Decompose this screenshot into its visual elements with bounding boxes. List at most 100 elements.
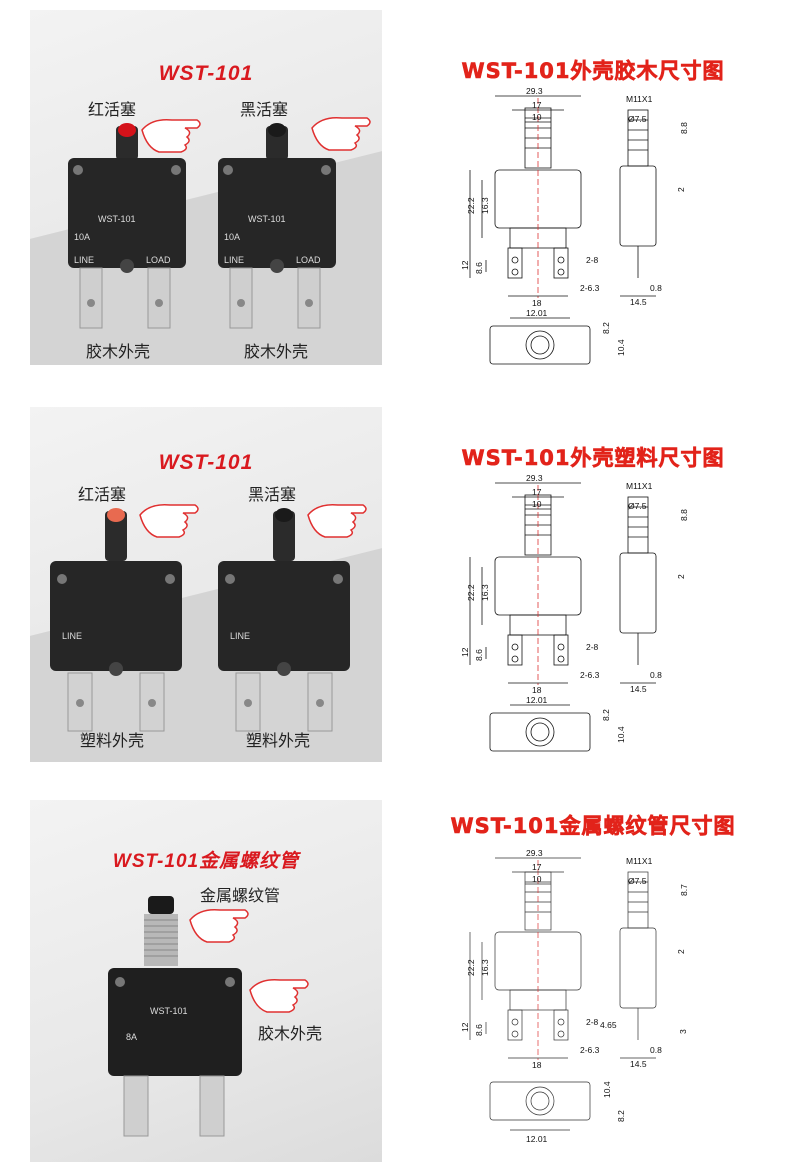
mark-rating: 10A xyxy=(74,232,90,242)
pointer-hand-icon xyxy=(139,503,367,538)
dim-w-inner: 10 xyxy=(532,112,542,122)
dim-h-body: 16.3 xyxy=(480,584,490,601)
dim-w-total: 29.3 xyxy=(526,850,543,858)
dim-bot-h1: 8.2 xyxy=(601,709,611,721)
dim-w-mid: 17 xyxy=(532,100,542,110)
dim-w-inner: 10 xyxy=(532,499,542,509)
dim-h-total: 22.2 xyxy=(466,959,476,976)
breaker-right xyxy=(218,508,350,732)
dim-h-body: 16.3 xyxy=(480,959,490,976)
label-red-plunger: 红活塞 xyxy=(78,485,127,504)
dim-pin: 0.8 xyxy=(650,670,662,680)
drawing-title: WST-101金属螺纹管尺寸图 xyxy=(450,814,736,839)
dim-term-gap: 8.6 xyxy=(474,262,484,274)
dim-term-w2: 2-6.3 xyxy=(580,670,600,680)
dim-bot-h2: 10.4 xyxy=(616,726,626,743)
dim-term-w1: 2-8 xyxy=(586,1017,599,1027)
dim-bot-h1: 8.2 xyxy=(601,322,611,334)
dimension-drawing: 29.3 17 10 18 22.2 16.3 12 8.6 2-8 2-6.3… xyxy=(460,475,689,752)
label-red-plunger: 红活塞 xyxy=(88,100,137,119)
section-metal-thread: WST-101 8A WST-101金属螺纹管 金属螺纹管 胶木外壳 WST-1… xyxy=(0,790,790,1170)
dim-side-w: 14.5 xyxy=(630,297,647,307)
breaker-illustration: WST-101 10A LINE LOAD WST-101 10A LINE L… xyxy=(68,116,371,329)
mark-line-2: LINE xyxy=(230,631,250,641)
mark-load: LOAD xyxy=(146,255,171,265)
product-photo-metal: WST-101 8A WST-101金属螺纹管 金属螺纹管 胶木外壳 xyxy=(30,800,382,1162)
label-shell-left: 塑料外壳 xyxy=(80,731,145,750)
dim-h-body: 16.3 xyxy=(480,197,490,214)
dim-h-side: 2 xyxy=(676,949,686,954)
dim-w-total: 29.3 xyxy=(526,475,543,483)
dim-term-w1: 2-8 xyxy=(586,255,599,265)
product-photo-bakelite: WST-101 10A LINE LOAD WST-101 10A LINE L… xyxy=(30,10,382,365)
label-metal-thread: 金属螺纹管 xyxy=(200,886,281,905)
dim-base-w: 18 xyxy=(532,1060,542,1070)
photo-title: WST-101金属螺纹管 xyxy=(112,851,300,872)
dim-diam: Ø7.5 xyxy=(628,114,647,124)
mark-load-2: LOAD xyxy=(296,255,321,265)
section-plastic: LINE LINE WST-101 红活塞 黑活塞 塑料外壳 塑料外壳 WST-… xyxy=(0,397,790,777)
dim-term-w1: 2-8 xyxy=(586,642,599,652)
drawing-title: WST-101外壳胶木尺寸图 xyxy=(461,59,725,84)
dim-base-w: 18 xyxy=(532,298,542,308)
dim-base-w: 18 xyxy=(532,685,542,695)
mark-line: LINE xyxy=(74,255,94,265)
breaker-right xyxy=(218,123,336,329)
breaker-metal xyxy=(108,896,242,1137)
label-shell-left: 胶木外壳 xyxy=(86,342,151,361)
label-black-plunger: 黑活塞 xyxy=(240,100,289,119)
dim-pin: 0.8 xyxy=(650,1045,662,1055)
dim-side-w: 14.5 xyxy=(630,684,647,694)
dim-h-btn-metal: 8.7 xyxy=(679,884,689,896)
dim-thread: M11X1 xyxy=(626,481,653,491)
pointer-hand-icon xyxy=(189,908,309,1013)
dim-pin: 0.8 xyxy=(650,283,662,293)
label-bakelite-shell: 胶木外壳 xyxy=(258,1024,323,1043)
breaker-left xyxy=(68,123,186,329)
dimension-drawing: 29.3 17 10 18 22.2 16.3 12 8.6 2-8 2-6.3… xyxy=(460,850,689,1144)
dim-term-w2: 2-6.3 xyxy=(580,283,600,293)
section-bakelite: WST-101 10A LINE LOAD WST-101 10A LINE L… xyxy=(0,0,790,380)
dim-term-gap: 8.6 xyxy=(474,649,484,661)
mark-line-2: LINE xyxy=(224,255,244,265)
dim-h-btn: 8.8 xyxy=(679,509,689,521)
breaker-illustration: LINE LINE xyxy=(50,503,367,732)
dim-w-mid: 17 xyxy=(532,487,542,497)
dim-h-total: 22.2 xyxy=(466,584,476,601)
dim-h-term: 12 xyxy=(460,260,470,270)
photo-title: WST-101 xyxy=(158,62,254,85)
dim-side-off: 4.65 xyxy=(600,1020,617,1030)
dim-term-gap: 8.6 xyxy=(474,1024,484,1036)
dim-bot-w: 12.01 xyxy=(526,695,548,705)
label-black-plunger: 黑活塞 xyxy=(248,485,297,504)
dim-h-side: 2 xyxy=(676,187,686,192)
dim-bot-w: 12.01 xyxy=(526,1134,548,1144)
dim-thread: M11X1 xyxy=(626,94,653,104)
dim-w-inner: 10 xyxy=(532,874,542,884)
photo-title: WST-101 xyxy=(158,451,254,474)
dim-h-term: 12 xyxy=(460,1022,470,1032)
dim-diam: Ø7.5 xyxy=(628,876,647,886)
dim-h-btn: 8.8 xyxy=(679,122,689,134)
breaker-illustration: WST-101 8A xyxy=(108,896,309,1137)
mark-model: WST-101 xyxy=(150,1006,188,1016)
dim-side-3: 3 xyxy=(678,1029,688,1034)
mark-rating: 8A xyxy=(126,1032,137,1042)
dim-bot-h2: 10.4 xyxy=(616,339,626,356)
label-shell-right: 胶木外壳 xyxy=(244,342,309,361)
label-shell-right: 塑料外壳 xyxy=(246,731,311,750)
dim-bot-h1: 8.2 xyxy=(616,1110,626,1122)
dim-h-total: 22.2 xyxy=(466,197,476,214)
dim-diam: Ø7.5 xyxy=(628,501,647,511)
dim-term-w2: 2-6.3 xyxy=(580,1045,600,1055)
mark-model-2: WST-101 xyxy=(248,214,286,224)
pointer-hand-icon xyxy=(141,116,371,153)
dim-w-total: 29.3 xyxy=(526,88,543,96)
dim-bot-w: 12.01 xyxy=(526,308,548,318)
product-photo-plastic: LINE LINE WST-101 红活塞 黑活塞 塑料外壳 塑料外壳 xyxy=(30,407,382,762)
mark-line: LINE xyxy=(62,631,82,641)
dim-side-w: 14.5 xyxy=(630,1059,647,1069)
drawing-title: WST-101外壳塑料尺寸图 xyxy=(461,446,725,471)
dim-w-mid: 17 xyxy=(532,862,542,872)
mark-model: WST-101 xyxy=(98,214,136,224)
